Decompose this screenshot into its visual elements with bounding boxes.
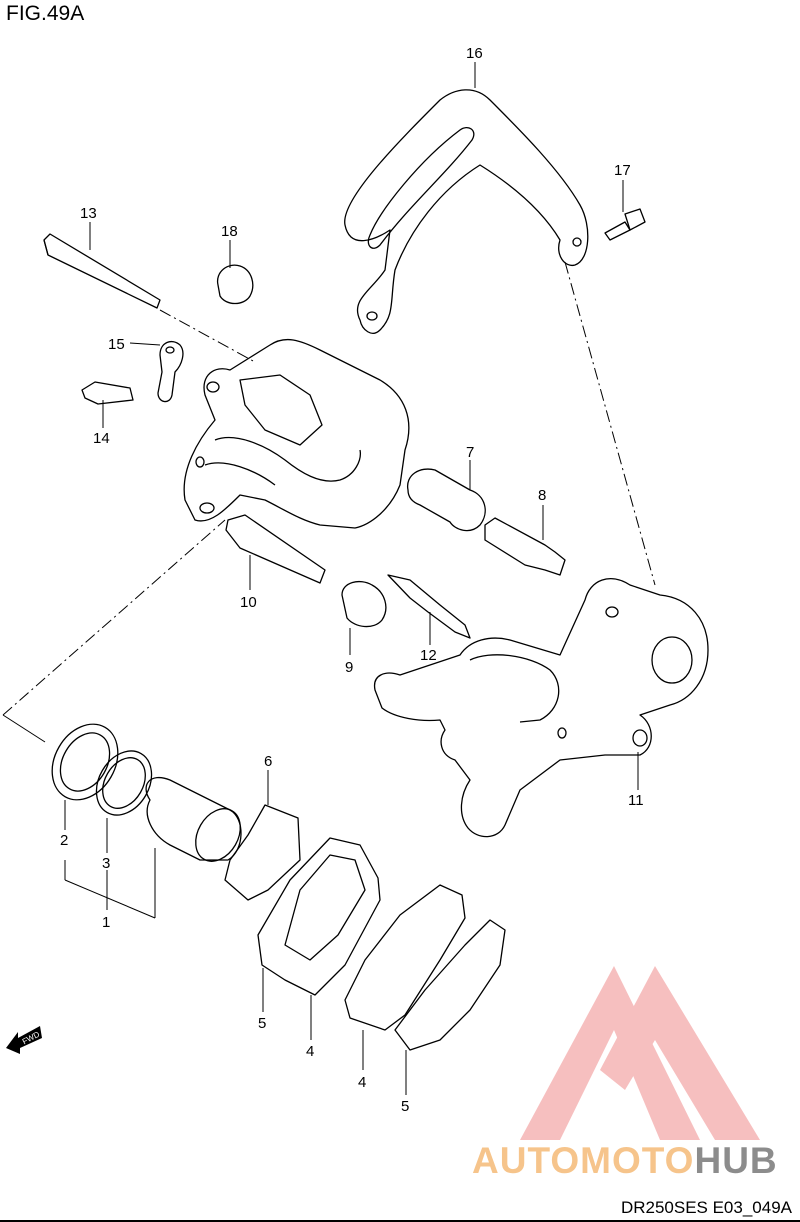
mounting-bolt bbox=[484, 517, 566, 576]
callout-15: 15 bbox=[108, 336, 125, 353]
callout-13: 13 bbox=[80, 205, 97, 222]
brake-pad bbox=[257, 837, 381, 996]
caliper-holder bbox=[373, 578, 709, 838]
dust-seal bbox=[95, 750, 153, 816]
callout-3: 3 bbox=[102, 855, 110, 872]
cap bbox=[216, 264, 254, 305]
piston bbox=[145, 776, 242, 862]
clip bbox=[157, 341, 184, 403]
frame-bottom-border bbox=[0, 1220, 800, 1222]
callout-17: 17 bbox=[614, 162, 631, 179]
figure-title: FIG.49A bbox=[6, 2, 85, 25]
watermark-part1: AUTOMOTO bbox=[472, 1140, 695, 1181]
callout-2: 2 bbox=[60, 832, 68, 849]
bracket bbox=[344, 89, 589, 334]
callout-11: 11 bbox=[628, 792, 644, 809]
pad-spring bbox=[387, 574, 471, 639]
bushing bbox=[407, 468, 486, 532]
watermark-text: AUTOMOTOHUB bbox=[472, 1140, 778, 1182]
watermark-part2: HUB bbox=[694, 1140, 778, 1181]
brake-pad-backing bbox=[344, 884, 506, 1051]
callout-16: 16 bbox=[466, 45, 483, 62]
callout-9: 9 bbox=[345, 659, 353, 676]
callout-1: 1 bbox=[102, 914, 110, 931]
pin bbox=[43, 233, 161, 309]
fwd-arrow-icon: FWD bbox=[6, 1026, 42, 1054]
callout-7: 7 bbox=[466, 444, 474, 461]
slide-pin bbox=[225, 514, 326, 584]
watermark-logo bbox=[520, 966, 760, 1140]
callout-5b: 5 bbox=[401, 1098, 409, 1115]
caliper-body bbox=[183, 338, 410, 529]
leader-lines bbox=[2, 62, 656, 1095]
nut bbox=[341, 581, 387, 628]
callout-10: 10 bbox=[240, 594, 257, 611]
callout-labels: 16 17 13 18 15 14 7 8 10 9 12 2 3 1 6 11… bbox=[60, 45, 644, 1115]
callout-4b: 4 bbox=[358, 1074, 366, 1091]
callout-18: 18 bbox=[221, 223, 238, 240]
callout-4a: 4 bbox=[306, 1043, 314, 1060]
bolt bbox=[604, 208, 646, 241]
bleeder-screw bbox=[81, 381, 134, 405]
callout-14: 14 bbox=[93, 430, 110, 447]
callout-5a: 5 bbox=[258, 1015, 266, 1032]
callout-12: 12 bbox=[420, 647, 437, 664]
drawing-code: DR250SES E03_049A bbox=[620, 1198, 792, 1217]
callout-8: 8 bbox=[538, 487, 546, 504]
piston-seal bbox=[51, 723, 119, 801]
callout-6: 6 bbox=[264, 753, 272, 770]
pad-shim bbox=[224, 804, 301, 901]
